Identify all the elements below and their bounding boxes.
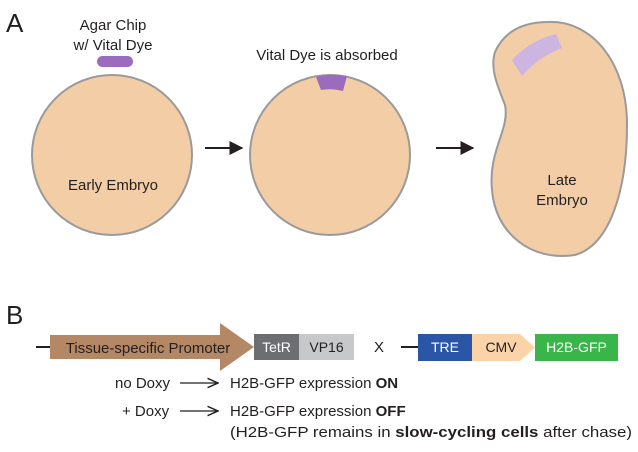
panel-b-letter: B xyxy=(6,300,23,330)
tetr-box xyxy=(254,334,299,360)
chase-note-pre: (H2B-GFP remains in xyxy=(230,424,395,441)
no-doxy-result-text: H2B-GFP expression xyxy=(230,375,376,392)
late-embryo xyxy=(490,20,629,257)
no-doxy-state: ON xyxy=(376,375,399,392)
agar-chip-label-line1: Agar Chip xyxy=(80,17,147,34)
plus-doxy-state: OFF xyxy=(376,403,406,420)
no-doxy-result: H2B-GFP expression ON xyxy=(230,375,398,392)
tetr-label: TetR xyxy=(262,339,291,355)
chase-note-bold: slow-cycling cells xyxy=(395,424,538,441)
plus-doxy-result: H2B-GFP expression OFF xyxy=(230,403,406,420)
dyed-embryo xyxy=(249,74,411,236)
vp16-box xyxy=(299,334,354,360)
chase-note-post: after chase) xyxy=(538,424,632,441)
plus-doxy-result-text: H2B-GFP expression xyxy=(230,403,376,420)
tre-box xyxy=(418,334,472,361)
early-embryo-label: Early Embryo xyxy=(68,177,158,194)
early-embryo xyxy=(31,74,193,236)
h2b-gfp-label: H2B-GFP xyxy=(546,339,607,355)
cross-symbol: X xyxy=(374,339,384,356)
panel-a-letter: A xyxy=(6,8,24,38)
late-embryo-label-line1: Late xyxy=(547,172,576,189)
agar-chip xyxy=(97,56,133,67)
faded-dye-patch xyxy=(512,34,562,76)
late-embryo-label-line2: Embryo xyxy=(536,192,588,209)
h2b-gfp-box xyxy=(535,334,618,361)
promoter-label: Tissue-specific Promoter xyxy=(66,340,231,357)
chase-note: (H2B-GFP remains in slow-cycling cells a… xyxy=(230,424,632,441)
absorbed-label: Vital Dye is absorbed xyxy=(256,47,397,64)
cmv-label: CMV xyxy=(485,339,517,355)
no-doxy-label: no Doxy xyxy=(115,375,171,392)
promoter-arrow xyxy=(50,323,254,371)
tre-label: TRE xyxy=(431,339,459,355)
cmv-arrow xyxy=(472,334,535,361)
agar-chip-label-line2: w/ Vital Dye xyxy=(73,37,153,54)
plus-doxy-label: + Doxy xyxy=(122,403,170,420)
vp16-label: VP16 xyxy=(309,339,343,355)
absorbed-dye-patch xyxy=(316,74,347,91)
